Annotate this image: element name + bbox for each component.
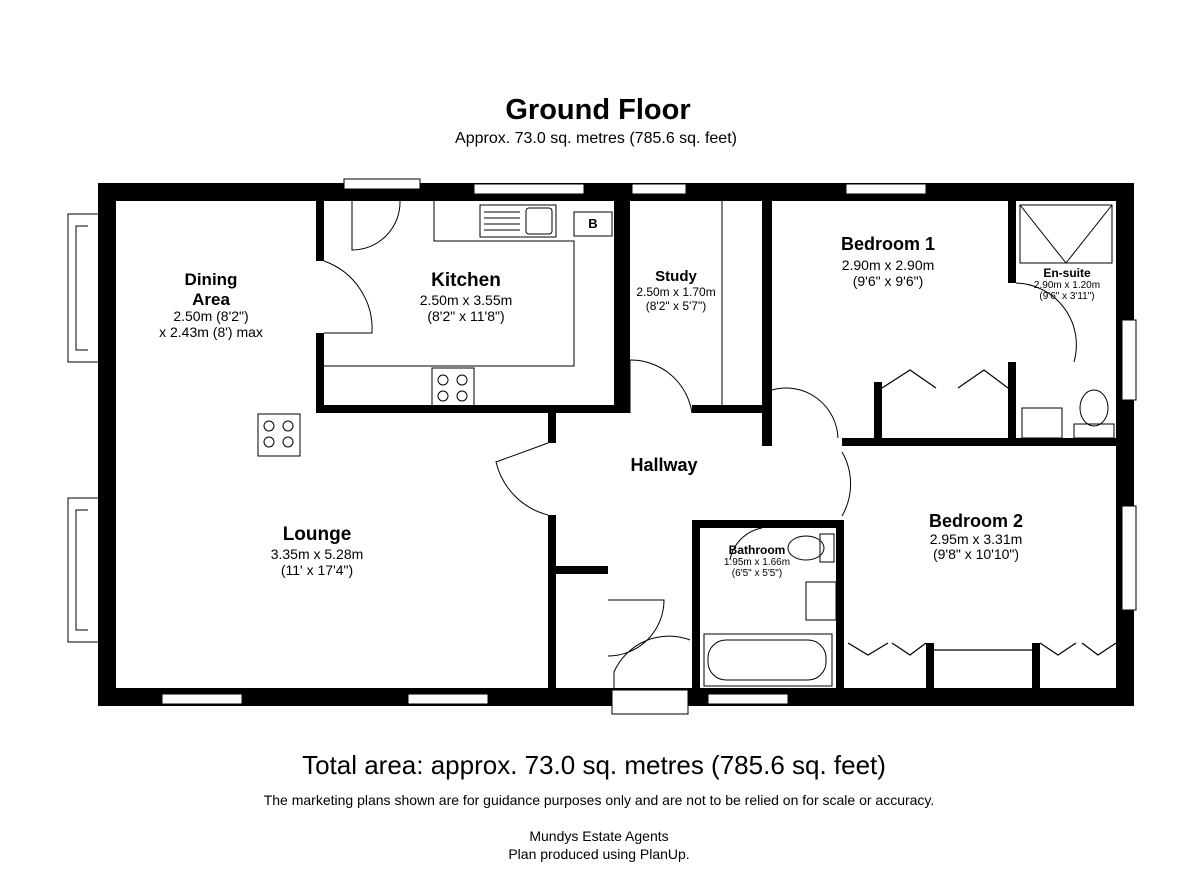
kitchen-label: Kitchen [431,270,501,291]
bathroom-fixtures [703,533,837,687]
study-dimension-imperial: (8'2" x 5'7") [645,299,707,313]
dining-area-label: Dining [184,270,238,289]
hallway-label: Hallway [630,455,698,475]
dining-area-label-line2: Area [192,290,230,309]
ensuite-dimension-imperial: (9'6" x 3'11") [1039,291,1095,302]
agent-name: Mundys Estate Agents [529,828,669,844]
dining-area-dimension-max: x 2.43m (8') max [159,324,263,340]
door-swings [323,200,1077,688]
interior-walls [316,201,1116,688]
study-label: Study [655,268,697,285]
lounge-dimension-metric: 3.35m x 5.28m [270,546,364,562]
wardrobe-doors [847,369,1117,656]
plan-credit: Plan produced using PlanUp. [508,846,690,862]
windows [67,178,1137,715]
lounge-dimension-imperial: (11' x 17'4") [280,562,354,578]
ensuite-label: En-suite [1043,266,1091,280]
bathroom-dimension-metric: 1.95m x 1.66m [723,557,791,568]
bedroom-2-label: Bedroom 2 [928,511,1024,531]
ensuite-fixtures [1019,204,1115,439]
bathroom-dimension-imperial: (6'5" x 5'5") [731,568,783,579]
bedroom-1-label: Bedroom 1 [840,234,936,254]
boiler-label: B [588,216,598,231]
bedroom-2-dimension-imperial: (9'8" x 10'10") [932,546,1020,562]
kitchen-units [257,201,613,457]
lounge-label: Lounge [282,524,352,545]
bathroom-label: Bathroom [728,543,786,557]
kitchen-dimension-metric: 2.50m x 3.55m [419,292,513,308]
total-area: Total area: approx. 73.0 sq. metres (785… [302,750,886,780]
bedroom-2-dimension-metric: 2.95m x 3.31m [929,531,1023,547]
bedroom-1-dimension-metric: 2.90m x 2.90m [841,257,935,273]
bedroom-1-dimension-imperial: (9'6" x 9'6") [852,273,924,289]
ensuite-dimension-metric: 2.90m x 1.20m [1033,280,1101,291]
kitchen-dimension-imperial: (8'2" x 11'8") [427,308,505,324]
page-subtitle: Approx. 73.0 sq. metres (785.6 sq. feet) [455,130,737,147]
dining-area-dimension: 2.50m (8'2") [173,308,249,324]
disclaimer: The marketing plans shown are for guidan… [263,792,935,808]
page-title: Ground Floor [505,94,691,126]
study-dimension-metric: 2.50m x 1.70m [636,285,716,299]
